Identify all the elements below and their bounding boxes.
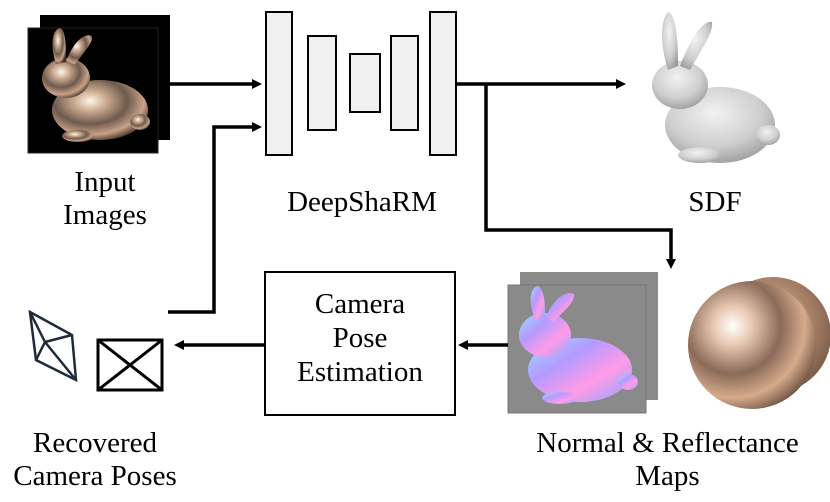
recovered-label-line1: Recovered bbox=[33, 427, 157, 459]
network-label: DeepShaRM bbox=[287, 186, 437, 218]
maps-label: Normal & Reflectance Maps bbox=[505, 427, 830, 493]
maps-label-line2: Maps bbox=[635, 460, 700, 492]
camera-square-icon bbox=[96, 338, 164, 392]
arrow-network-to-maps bbox=[484, 84, 676, 269]
pose-box-text: Camera Pose Estimation bbox=[265, 287, 455, 389]
bottleneck-layer bbox=[349, 53, 381, 113]
network-architecture bbox=[265, 11, 457, 156]
input-images-thumbnail bbox=[27, 15, 170, 154]
decoder-layer-1 bbox=[390, 35, 419, 131]
reflectance-map-spheres bbox=[688, 277, 830, 409]
chrome-bunny-image bbox=[42, 28, 150, 142]
sdf-bunny-image bbox=[652, 12, 780, 163]
input-label-line2: Images bbox=[63, 199, 147, 231]
input-label-line1: Input bbox=[74, 166, 136, 198]
encoder-layer-1 bbox=[265, 11, 293, 156]
normal-map-thumbnail bbox=[507, 272, 658, 414]
arrow-cameras-to-network bbox=[168, 122, 262, 314]
sdf-label: SDF bbox=[688, 186, 742, 218]
recovered-label-line2: Camera Poses bbox=[13, 460, 177, 492]
pose-box-line1: Camera bbox=[314, 288, 406, 320]
maps-label-line1: Normal & Reflectance bbox=[536, 427, 799, 459]
decoder-layer-2 bbox=[429, 11, 457, 156]
recovered-poses-label: Recovered Camera Poses bbox=[0, 427, 190, 493]
arrows bbox=[168, 79, 676, 350]
camera-frustum-icon bbox=[28, 309, 78, 383]
pose-box-line2: Pose bbox=[332, 322, 388, 354]
encoder-layer-2 bbox=[307, 35, 337, 131]
input-images-label: Input Images bbox=[40, 166, 170, 232]
camera-pose-estimation-box bbox=[264, 271, 456, 416]
pose-box-line3: Estimation bbox=[297, 356, 423, 388]
